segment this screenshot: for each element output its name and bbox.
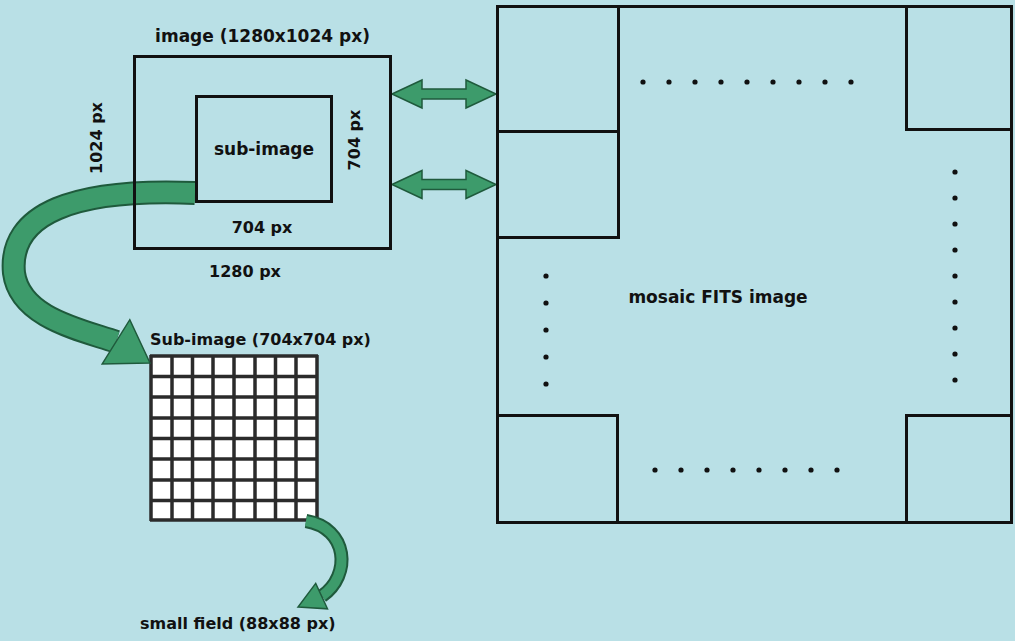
picture-title: Sub-image (704x704 px) <box>150 330 371 349</box>
dimension-label: 1024 px <box>87 102 106 174</box>
dimension-label: 704 px <box>345 110 364 171</box>
frame-title: image (1280x1024 px) <box>155 26 370 46</box>
sub-image-box: sub-image <box>195 95 333 203</box>
arrow-body <box>14 192 195 341</box>
arrow-outline <box>14 192 195 341</box>
arrow-head <box>102 320 150 364</box>
grid-background <box>150 355 318 521</box>
grid-lines <box>150 355 318 521</box>
dimension-label: 704 px <box>232 218 293 237</box>
double-arrow <box>392 80 496 108</box>
arrow-outline <box>306 521 342 596</box>
arrow-head <box>298 583 328 608</box>
grid-picture-frame: Sub-image (704x704 px) <box>150 355 318 521</box>
mosaic-tile-outline <box>907 7 1012 130</box>
double-arrow <box>392 171 496 199</box>
mosaic-label: mosaic FITS image <box>628 287 807 307</box>
dimension-label: 1280 px <box>209 262 281 281</box>
mosaic-tile <box>496 130 620 239</box>
mosaic-tile-outline <box>907 416 1012 523</box>
mosaic-tile-outline <box>498 416 618 523</box>
small-field-arrow <box>298 521 342 609</box>
arrow-body <box>306 521 342 596</box>
grid-picture <box>150 355 318 521</box>
note-label: small field (88x88 px) <box>140 614 336 633</box>
box-label: sub-image <box>214 139 314 159</box>
continuation-dots <box>543 79 957 472</box>
mosaic-tile <box>496 5 620 133</box>
mosaic-frame: mosaic FITS image <box>496 5 1013 524</box>
mosaic-corner-tiles <box>498 7 1012 523</box>
